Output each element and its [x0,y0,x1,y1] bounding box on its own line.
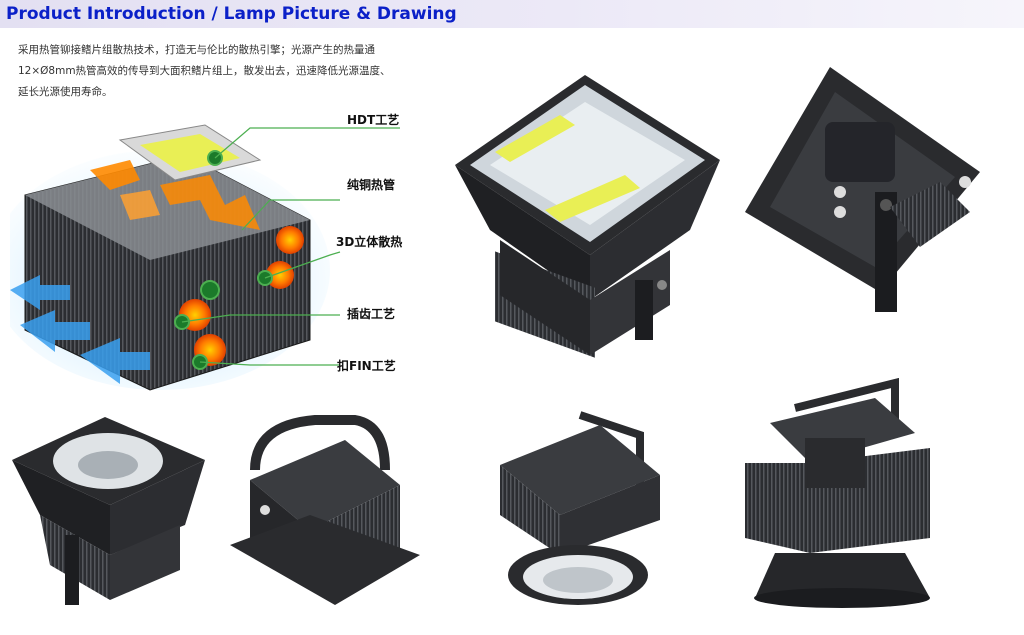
heatsink-diagram [10,124,400,391]
lamp-side-view-image [230,415,420,605]
callout-hdt: HDT工艺 [347,113,400,127]
intro-line: 12×Ø8mm热管高效的传导到大面积鳍片组上，散发出去，迅速降低光源温度、 [18,65,391,77]
intro-line: 采用热管铆接鳍片组散热技术，打造无与伦比的散热引擎；光源产生的热量通 [18,44,375,56]
callout-buckle-fin: 扣FIN工艺 [337,359,396,373]
intro-line: 延长光源使用寿命。 [18,86,113,98]
intro-paragraph: 采用热管铆接鳍片组散热技术，打造无与伦比的散热引擎；光源产生的热量通 12×Ø8… [18,40,428,103]
header-bar: Product Introduction / Lamp Picture & Dr… [0,0,1024,28]
lamp-rear-view-image [745,67,980,312]
lamp-front-view-image [455,75,720,358]
callout-insert-fin: 插齿工艺 [347,307,396,321]
page-title: Product Introduction / Lamp Picture & Dr… [6,4,457,24]
callout-copper-pipe: 纯铜热管 [347,178,396,192]
lamp-reflector-view-image [12,417,205,605]
callout-3d-cooling: 3D立体散热 [336,235,403,249]
lamp-high-bay-rear-image [745,378,930,608]
lamp-high-bay-image [500,411,660,605]
